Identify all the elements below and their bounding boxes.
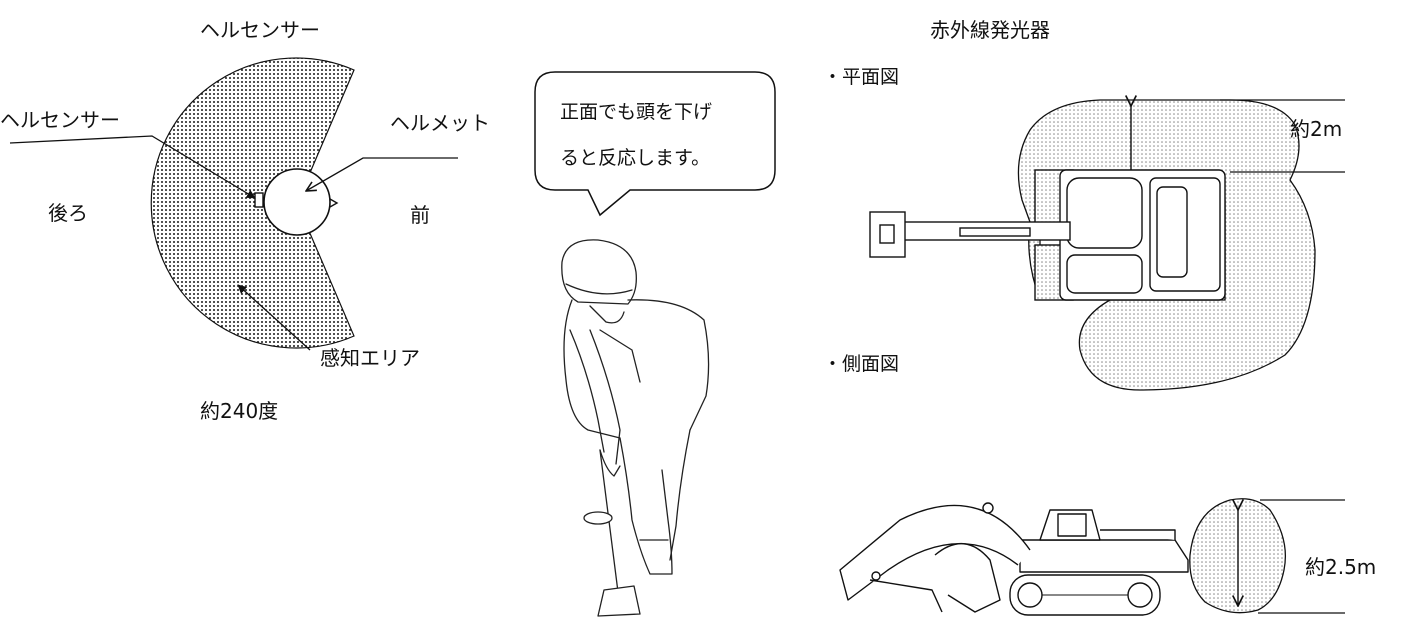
hel-sensor-title: ヘルセンサー	[200, 18, 320, 42]
helmet-label: ヘルメット	[390, 111, 490, 135]
detection-area	[150, 57, 355, 349]
worker-figure	[561, 239, 710, 617]
hel-sensor-diagram: ヘルセンサー ヘルセンサー ヘルメット 後ろ 前 感知エリア 約240度	[0, 18, 490, 423]
excavator-plan	[869, 169, 1226, 301]
worker-illustration: 正面でも頭を下げ ると反応します。	[534, 71, 776, 617]
excavator-side	[839, 502, 1189, 616]
area-label: 感知エリア	[320, 346, 420, 370]
angle-label: 約240度	[200, 399, 278, 423]
speech-bubble	[534, 71, 776, 217]
helmet-leader	[306, 157, 458, 191]
side-view-label: ・側面図	[823, 353, 899, 375]
helmet-visor	[329, 198, 339, 208]
side-distance: 約2.5m	[1305, 555, 1376, 579]
plan-distance: 約2m	[1290, 117, 1342, 141]
plan-dimension-lines	[1220, 99, 1345, 173]
area-leader	[237, 284, 311, 351]
back-label: 後ろ	[48, 201, 88, 225]
speech-line-2: ると反応します。	[560, 147, 710, 169]
front-label: 前	[410, 203, 430, 227]
plan-view-label: ・平面図	[823, 66, 899, 88]
sensor-leader	[9, 135, 256, 199]
speech-line-1: 正面でも頭を下げ	[560, 101, 712, 123]
helmet-circle	[263, 168, 331, 236]
ir-emitter-diagram: 赤外線発光器 ・平面図 約2m ・側面図 約2.5m	[823, 18, 1376, 616]
sensor-box	[254, 192, 264, 208]
side-dimension-lines	[1258, 499, 1345, 614]
ir-title: 赤外線発光器	[930, 18, 1050, 42]
sensor-label: ヘルセンサー	[0, 108, 120, 132]
